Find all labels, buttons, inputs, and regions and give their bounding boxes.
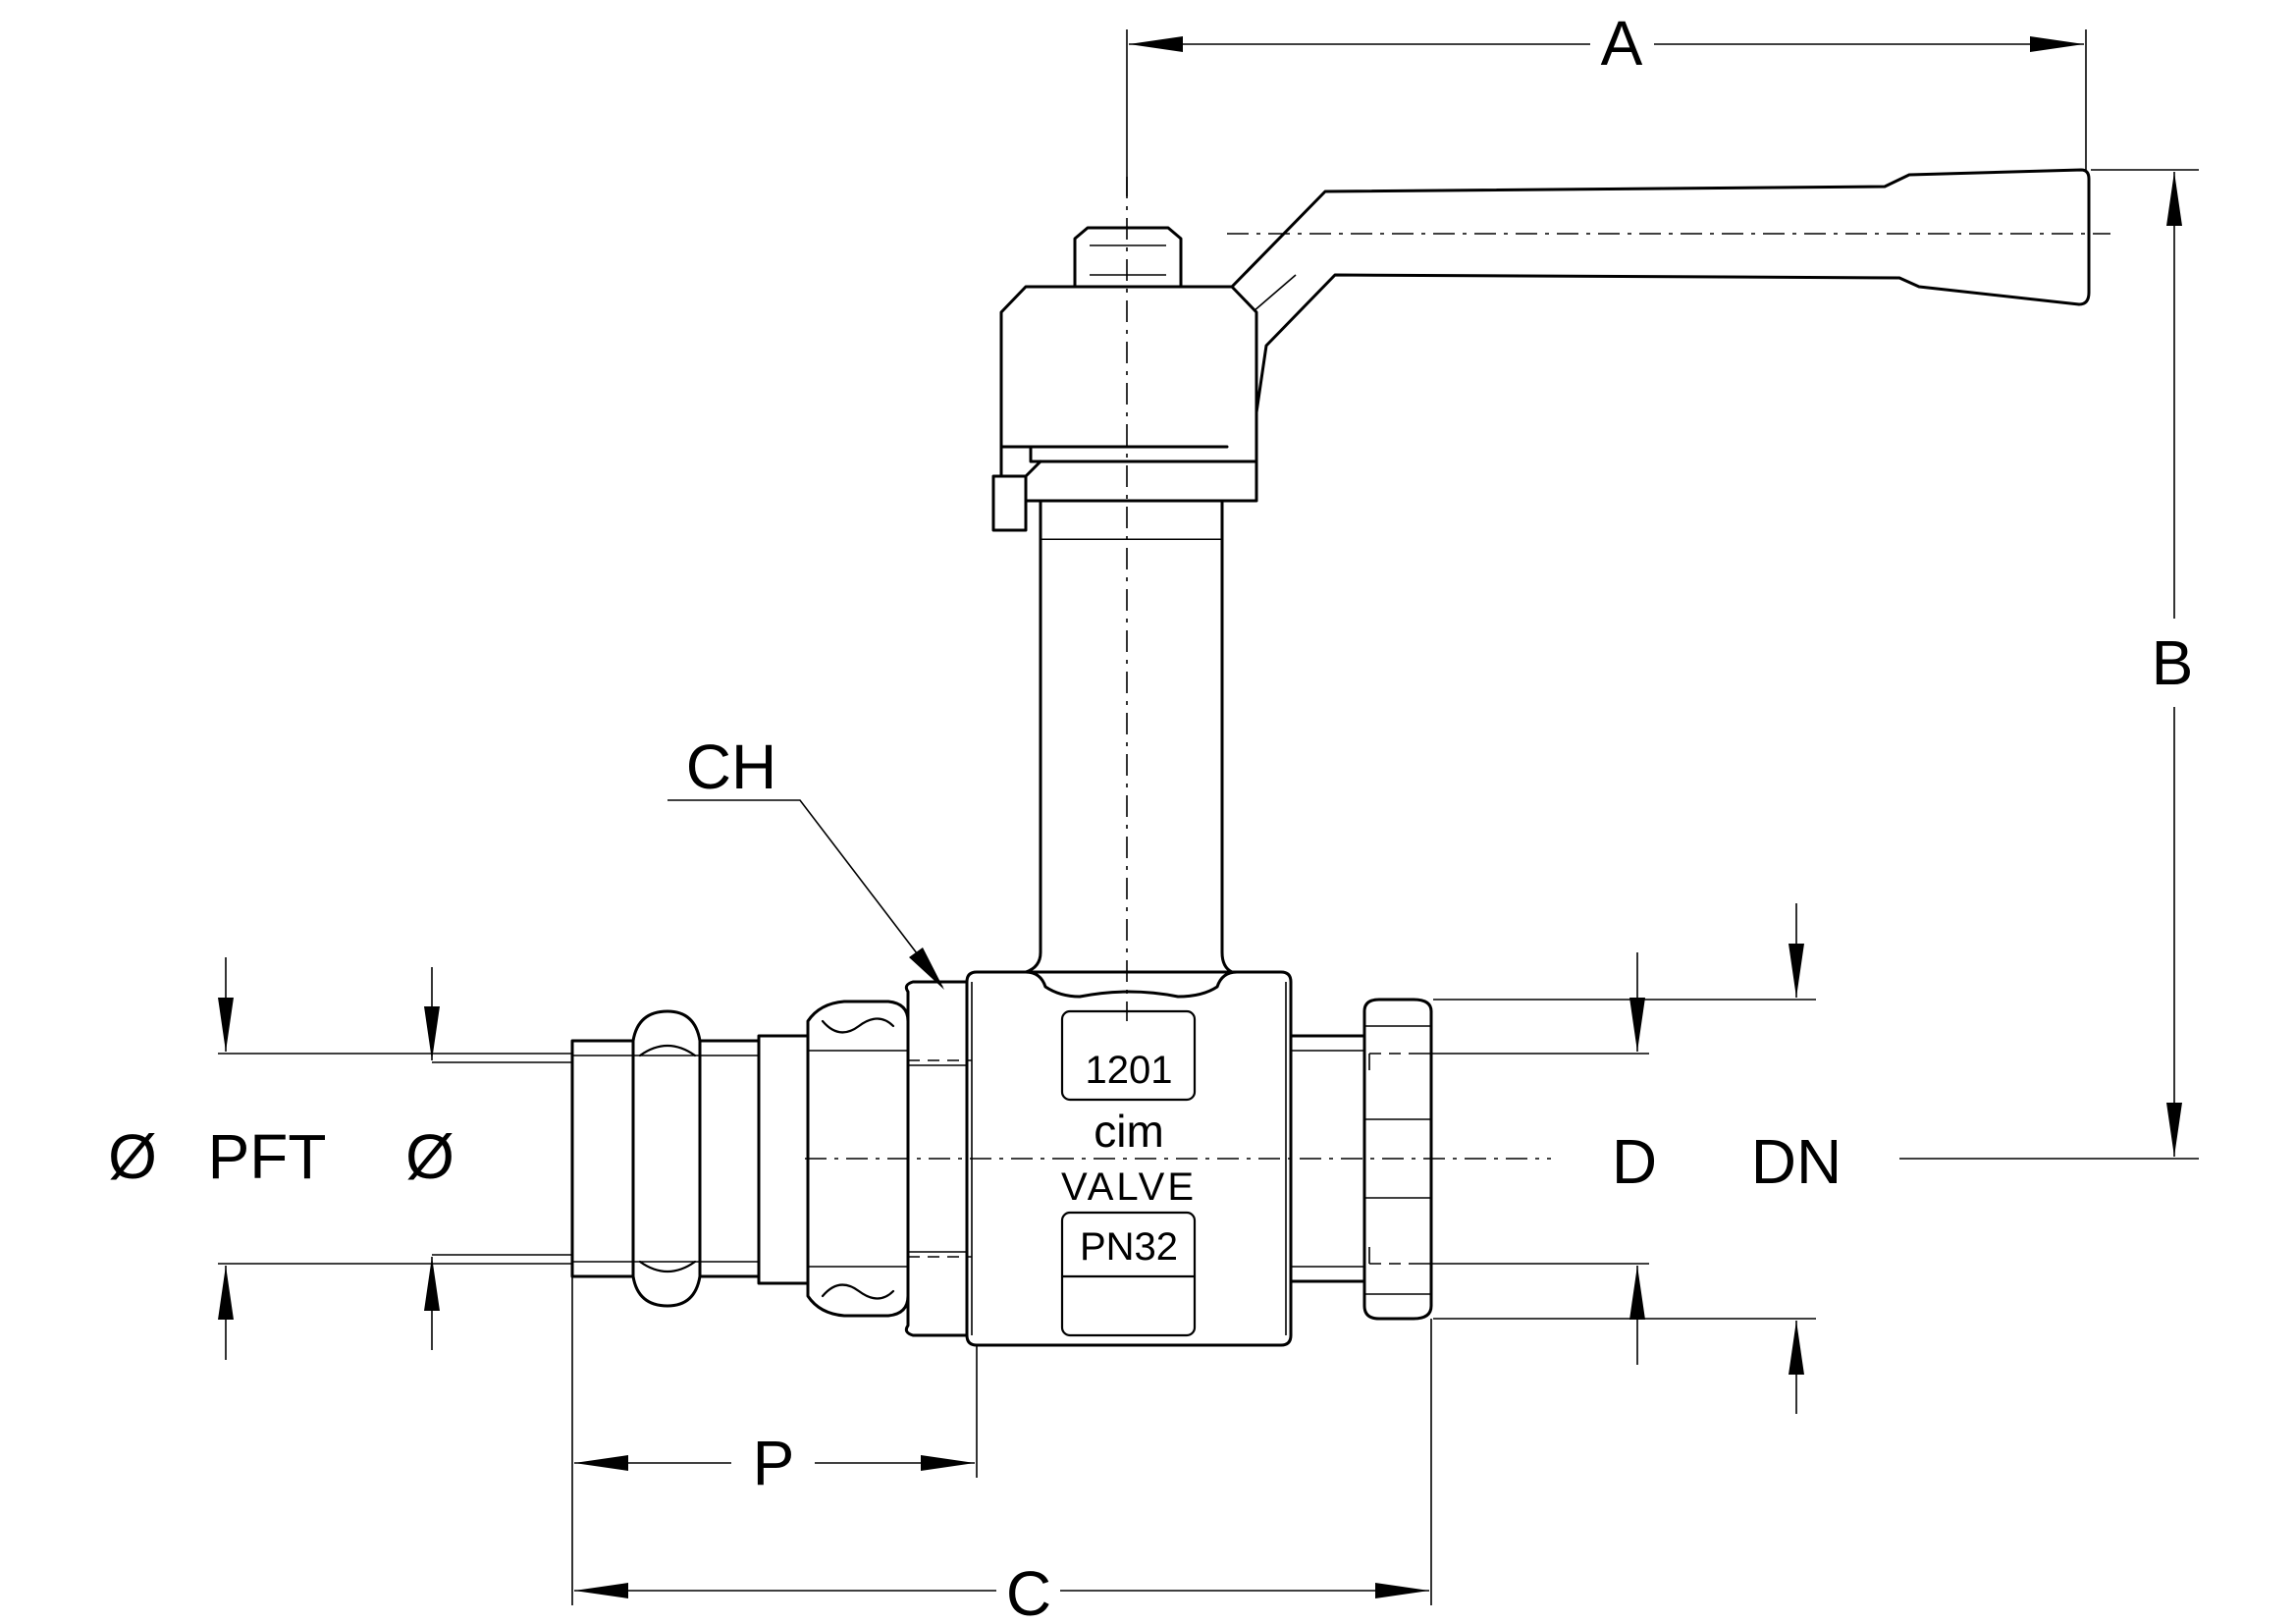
hidden-lines [908,1053,1414,1265]
label-outer-diameter-symbol: Ø [108,1121,157,1192]
stamp-pressure: PN32 [1080,1225,1178,1269]
label-D: D [1612,1126,1657,1197]
label-PFT: PFT [208,1121,327,1192]
dimension-P [571,1276,978,1605]
dimension-outer-dia [218,957,572,1360]
label-C: C [1006,1558,1051,1624]
handle-hub [991,285,1258,532]
label-A: A [1601,8,1643,79]
stamp-brand: cim [1094,1106,1164,1157]
label-P: P [753,1428,795,1498]
centerlines [805,177,2110,1160]
dimension-DN [1433,903,1816,1414]
label-CH: CH [686,731,776,802]
dimension-B [1899,169,2199,1160]
press-fitting-left [570,1000,910,1318]
dimension-A [1126,29,2087,196]
dimension-D [1414,952,1649,1365]
label-inner-diameter-symbol: Ø [405,1121,454,1192]
extension-stem [1019,499,1239,974]
dimension-inner-dia [424,967,572,1350]
stamp-valve: VALVE [1061,1165,1197,1209]
stem-nut [1073,226,1183,289]
stamp-code: 1201 [1086,1049,1173,1092]
label-DN: DN [1751,1126,1842,1197]
label-B: B [2152,627,2194,698]
dimension-C [574,1319,1432,1605]
lever-handle [1230,168,2091,414]
leader-CH [667,799,944,990]
